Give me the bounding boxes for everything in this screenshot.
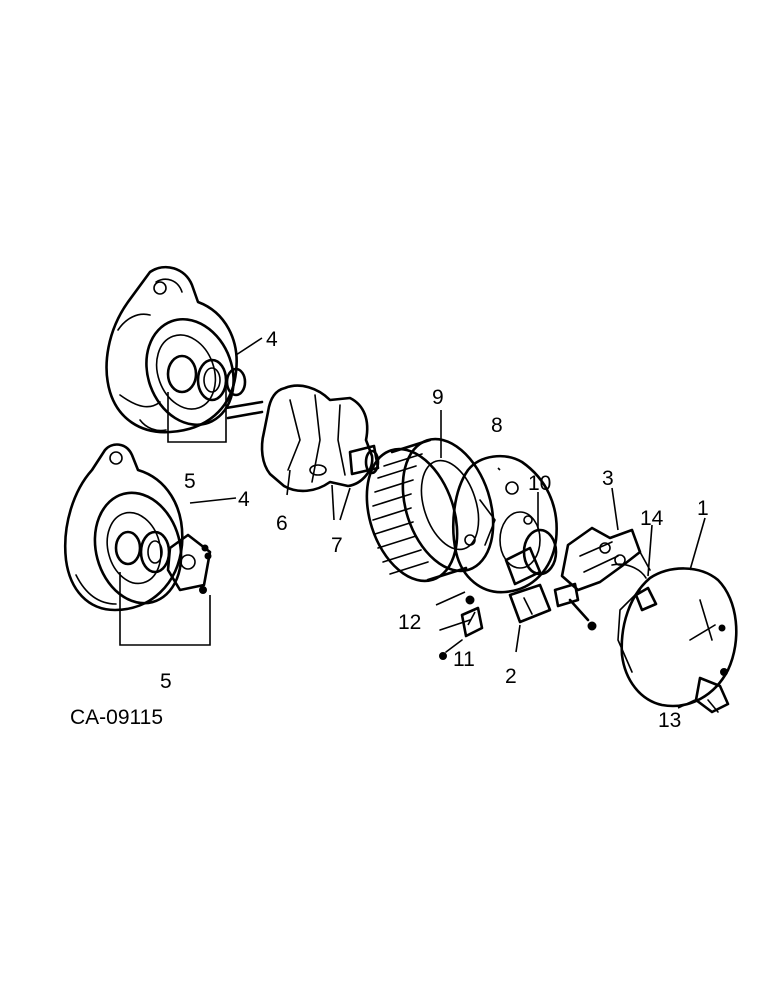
callout-labels: 4 5 4 5 6 7 9 8 10 3 14 1 12 11 2 13: [160, 328, 709, 732]
callout-5-lower: 5: [160, 670, 172, 693]
callout-4-upper: 4: [266, 328, 278, 351]
callout-13: 13: [658, 709, 681, 732]
callout-6: 6: [276, 512, 288, 535]
rectifier-bridge: [560, 526, 651, 631]
slip-ring-end-frame: [452, 454, 558, 594]
callout-3: 3: [602, 467, 614, 490]
brush-holder: [508, 582, 580, 624]
callout-7: 7: [331, 534, 343, 557]
callout-8: 8: [491, 414, 503, 437]
callout-1: 1: [697, 497, 709, 520]
drive-end-housing-upper: [105, 265, 247, 434]
drive-end-housing-lower: [63, 443, 212, 612]
rear-cover: [611, 563, 738, 714]
callout-2: 2: [505, 665, 517, 688]
callout-4-lower: 4: [238, 488, 250, 511]
callout-5-upper: 5: [184, 470, 196, 493]
rotor: [224, 384, 380, 493]
regulator: [439, 595, 484, 660]
callout-14: 14: [640, 507, 664, 530]
callout-10: 10: [528, 472, 551, 495]
stator: [365, 437, 495, 583]
callout-12: 12: [398, 611, 421, 634]
figure-code: CA-09115: [70, 706, 163, 729]
callout-9: 9: [432, 386, 444, 409]
leader-lines: [119, 337, 706, 709]
callout-11: 11: [453, 648, 475, 671]
